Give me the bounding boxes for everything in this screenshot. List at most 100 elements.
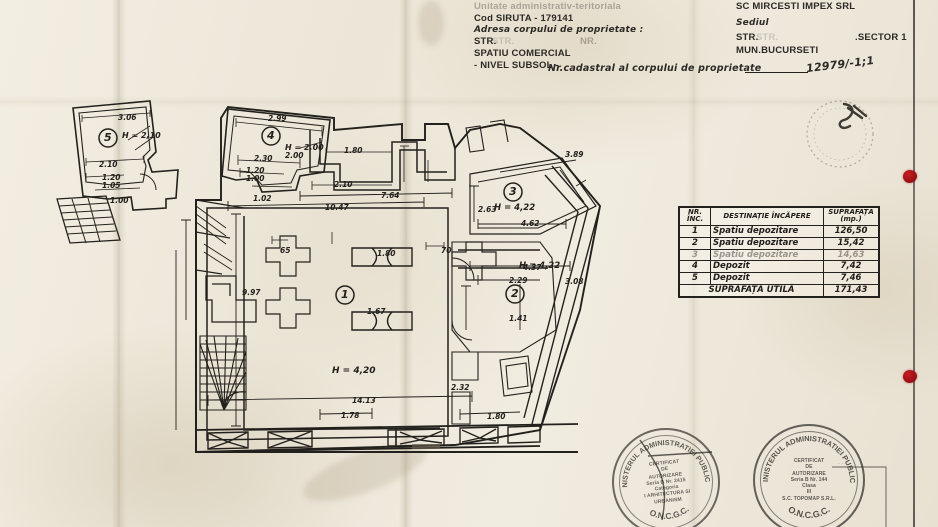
room-height-4: H = 2,00 xyxy=(285,143,324,152)
room-2-outline xyxy=(451,241,557,353)
room-height-2: H = 4,22 xyxy=(519,261,561,271)
cell-area: 15,42 xyxy=(823,236,879,250)
column-cross-upper xyxy=(265,235,311,277)
cell-room-number: 4 xyxy=(679,260,711,274)
room-number-2: 2 xyxy=(511,287,519,300)
dimension-label: 3.08 xyxy=(565,277,584,286)
spiral-staircase xyxy=(199,335,247,411)
cadastral-number-label: Nr.cadastral al corpului de proprietate xyxy=(548,63,762,74)
top-notch-details xyxy=(465,119,509,153)
stamp-core-line: AUTORIZARE xyxy=(792,470,826,477)
room-marker-1 xyxy=(335,285,355,305)
header-company-name: SC MIRCESTI IMPEX SRL xyxy=(736,1,856,12)
header-admin-unit: Unitate administrativ-teritoriala xyxy=(474,1,622,12)
dimension-label: 70 xyxy=(441,246,452,255)
dimension-label: 1.20 xyxy=(102,173,121,182)
room-number-3: 3 xyxy=(509,185,517,198)
tick-marks xyxy=(271,179,587,250)
stamp-left-arc-text: MINISTERUL ADMINISTRATIEI PUBLICE O.N.C.… xyxy=(609,425,712,523)
stamp-left-authorization: MINISTERUL ADMINISTRATIEI PUBLICE O.N.C.… xyxy=(606,422,726,527)
dimension-label: 1.80 xyxy=(377,249,396,258)
dimension-label: 1.67 xyxy=(367,307,386,316)
red-wax-seal-bottom xyxy=(903,370,917,383)
dimension-label: 65 xyxy=(280,246,291,255)
room-number-5: 5 xyxy=(104,131,112,144)
header-destination: DESTINAȚIE ÎNCĂPERE xyxy=(710,207,824,226)
dimension-label: 1.20 xyxy=(246,166,265,175)
cell-area: 7,46 xyxy=(823,272,879,286)
total-label: SUPRAFAȚA UTILĂ xyxy=(679,284,824,298)
header-street-value: STR. xyxy=(492,36,515,47)
room-number-4: 4 xyxy=(267,129,275,142)
cell-destination: Spatiu depozitare xyxy=(710,236,824,250)
right-angled-exterior-wall xyxy=(523,157,601,431)
header-level: - NIVEL SUBSOL - xyxy=(474,60,559,71)
dimension-label: 2.29 xyxy=(509,276,528,285)
room-5-stairs xyxy=(56,195,121,244)
dimension-label: 1.41 xyxy=(509,314,528,323)
left-wall-details xyxy=(195,199,257,323)
header-address-label: Adresa corpului de proprietate : xyxy=(474,25,644,35)
dimension-label: 1.80 xyxy=(344,146,363,155)
pen-stroke-over-stamp xyxy=(639,439,713,521)
bottom-right-corner-marks: . . . . xyxy=(832,459,887,527)
header-seat-street-value: STR. xyxy=(756,32,779,43)
room-height-1: H = 4,20 xyxy=(332,366,376,376)
cadastral-underline xyxy=(745,72,808,74)
column-cross-lower xyxy=(265,287,311,329)
room-5-dimension-lines xyxy=(81,110,153,191)
dimension-label: 4.37 xyxy=(523,263,542,272)
header-sector: .SECTOR 1 xyxy=(855,32,907,43)
dimension-label: 7.64 xyxy=(381,191,400,200)
table-total-row: SUPRAFAȚA UTILĂ 171,43 xyxy=(679,284,879,298)
dimension-label: 3.06 xyxy=(118,113,137,122)
cell-destination: Depozit xyxy=(710,272,824,286)
header-seat-label: Sediul xyxy=(736,18,769,28)
header-nr: NR. ÎNC. xyxy=(679,207,711,226)
dimension-label: 4.62 xyxy=(521,219,540,228)
stamp-core-line: Seria B Nr. 144 xyxy=(790,476,828,483)
stamp-core-line: DE xyxy=(805,464,813,471)
dimension-label: 9.97 xyxy=(242,288,261,297)
header-siruta-code: Cod SIRUTA - 179141 xyxy=(474,13,574,24)
right-small-rooms xyxy=(451,351,533,425)
dimension-label: 1.80 xyxy=(487,412,506,421)
cell-area: 14,63 xyxy=(823,248,879,262)
dimension-label: 2.32 xyxy=(451,383,470,392)
corridor-dimensions xyxy=(311,145,429,190)
stamp-core-line: Clasa xyxy=(802,483,816,490)
stamp-core-line: CERTIFICAT xyxy=(793,458,825,465)
dimension-label: 14.13 xyxy=(352,396,376,405)
dimension-label: 2.63 xyxy=(478,205,497,214)
dimension-label: 3.89 xyxy=(565,150,584,159)
fixture-pill-upper xyxy=(351,247,413,267)
dimension-label: 1.05 xyxy=(102,181,121,190)
area-summary-table: NR. ÎNC. DESTINAȚIE ÎNCĂPERE SUPRAFAȚA (… xyxy=(678,206,880,299)
cell-area: 126,50 xyxy=(823,224,879,238)
header-seat-street: STR. xyxy=(736,32,759,43)
room-height-3: H = 4,22 xyxy=(494,203,536,213)
red-wax-seal-top xyxy=(903,170,917,183)
svg-text:. . . .: . . . . xyxy=(838,459,851,466)
hatch-lines-left xyxy=(195,205,233,271)
bottom-wall-openings xyxy=(195,423,579,453)
stamp-right-authorization: MINISTERUL ADMINISTRATIEI PUBLICE O.N.C.… xyxy=(753,424,865,527)
total-value: 171,43 xyxy=(823,284,879,298)
dimension-label: 2.30 xyxy=(254,154,273,163)
room-number-1: 1 xyxy=(341,288,349,301)
bottom-wall-shading xyxy=(412,444,440,449)
paper-smudge-top xyxy=(418,0,444,46)
header-city: MUN.BUCURSETI xyxy=(736,45,819,56)
room-4-dimension-lines xyxy=(235,118,323,188)
svg-text:O.N.C.G.C.: O.N.C.G.C. xyxy=(786,504,831,520)
signature-stamp-area xyxy=(800,92,884,172)
dimension-label: 1.02 xyxy=(253,194,272,203)
